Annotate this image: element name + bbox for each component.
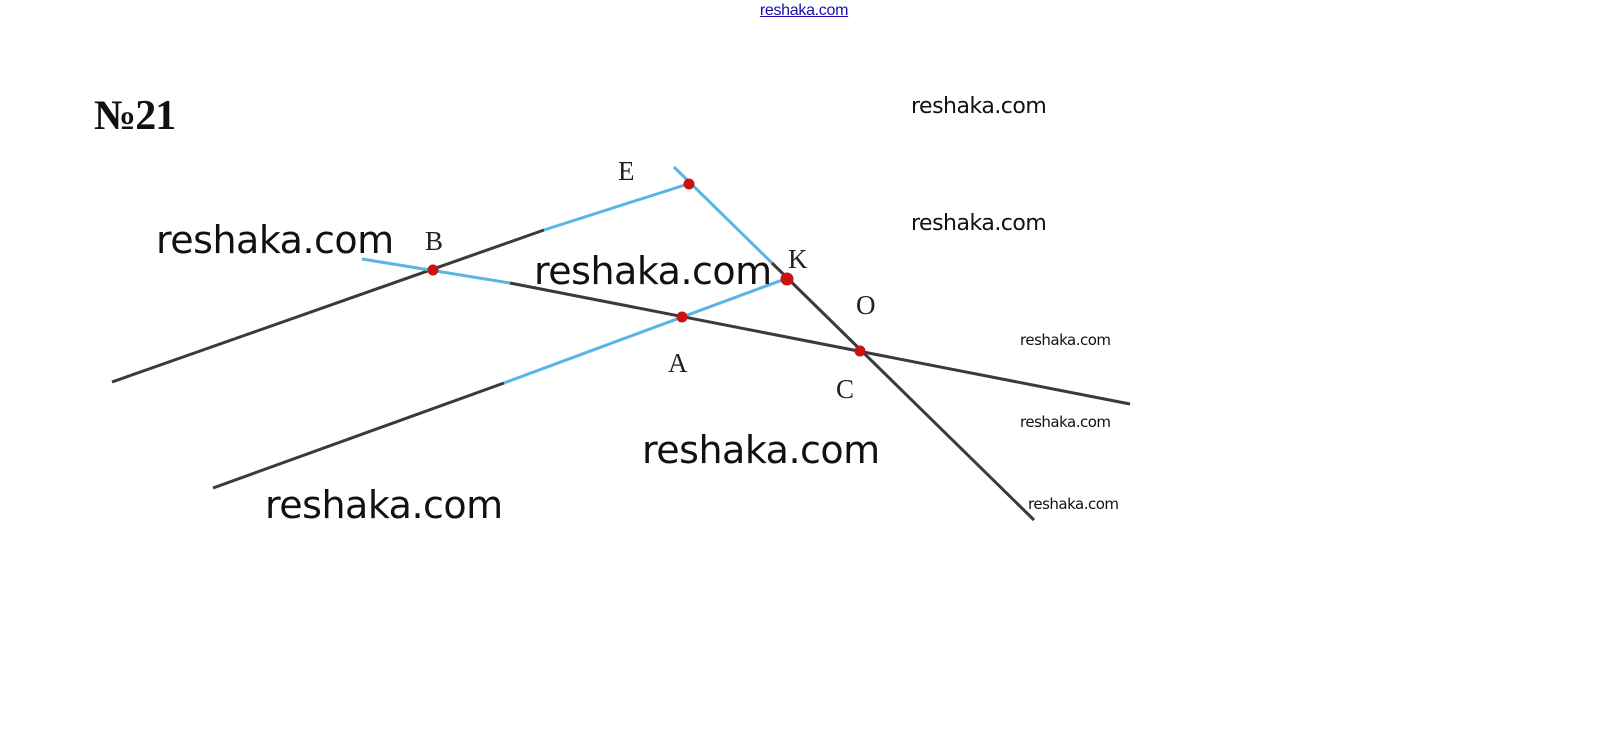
- point-k: [780, 272, 794, 286]
- watermark: reshaka.com: [642, 428, 880, 472]
- segment-ak-blue: [503, 277, 786, 385]
- watermark: reshaka.com: [1020, 413, 1111, 431]
- line-ak-dark: [212, 381, 505, 490]
- point-b: [427, 264, 439, 276]
- label-b: B: [425, 226, 443, 256]
- watermark: reshaka.com: [911, 211, 1047, 236]
- line-kc-dark: [770, 261, 1036, 522]
- watermark: reshaka.com: [1028, 495, 1119, 513]
- problem-number: №21: [94, 93, 176, 139]
- point-c: [854, 345, 866, 357]
- watermark: reshaka.com: [1020, 331, 1111, 349]
- watermark: reshaka.com: [156, 218, 394, 262]
- label-e: E: [618, 156, 635, 186]
- site-link[interactable]: reshaka.com: [759, 2, 849, 19]
- segment-be-blue: [543, 182, 689, 232]
- point-e: [683, 178, 695, 190]
- line-be-dark: [111, 228, 545, 384]
- label-a: A: [668, 348, 688, 378]
- watermark: reshaka.com: [265, 483, 503, 527]
- line-bc-dark: [509, 281, 1131, 406]
- label-o: O: [856, 290, 876, 320]
- point-a: [676, 311, 688, 323]
- label-c: C: [836, 374, 854, 404]
- label-k: K: [788, 244, 808, 274]
- watermark: reshaka.com: [911, 94, 1047, 119]
- watermark: reshaka.com: [534, 249, 772, 293]
